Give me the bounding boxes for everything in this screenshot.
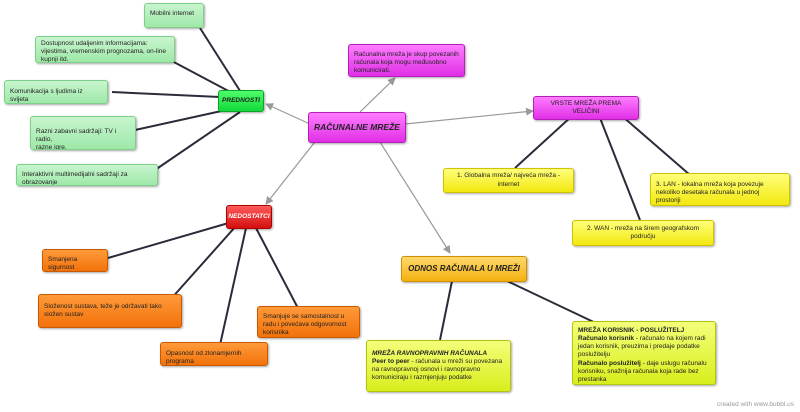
type-item-label: 2. WAN - mreža na širem geografskom podr… xyxy=(586,224,700,240)
server-desc: - daje uslugu računalu korisniku, snažni… xyxy=(578,359,707,383)
type-item-label: 1. Globalna mreža/ najveća mreža - inter… xyxy=(457,172,560,188)
advantage-item-multimedia[interactable]: Interaktivni multimedijalni sadržaji za … xyxy=(16,164,158,186)
arrow-center-advantages xyxy=(265,103,311,125)
disadvantage-item-security[interactable]: Smanjena sigurnost xyxy=(42,249,108,272)
disadvantages-label: NEDOSTATCI xyxy=(228,212,270,220)
disadvantage-item-label: Smanjena sigurnost xyxy=(48,256,78,272)
advantage-item-info[interactable]: Dostupnost udaljenim informacijama: vije… xyxy=(35,36,175,63)
type-item-lan[interactable]: 3. LAN - lokalna mreža koja povezuje nek… xyxy=(650,173,790,206)
arrow-center-types xyxy=(404,107,534,125)
advantage-item-mobile[interactable]: Mobilni internet xyxy=(144,3,204,28)
advantage-item-label: Komunikacija s ljudima iz svijeta xyxy=(10,88,83,104)
server-term: Računalo poslužitelj xyxy=(578,359,641,367)
p2p-node[interactable]: MREŽA RAVNOPRAVNIH RAČUNALA Peer to peer… xyxy=(366,340,511,392)
advantage-item-label: Razni zabavni sadržaji: TV i radio, razn… xyxy=(36,128,117,150)
arrow-center-disadvantages xyxy=(265,137,319,205)
center-label: RAČUNALNE MREŽE xyxy=(314,122,400,133)
advantage-connectors xyxy=(111,27,243,171)
relations-label: ODNOS RAČUNALA U MREŽI xyxy=(408,264,520,273)
disadvantage-item-label: Smanjuje se samostalnost u radu i poveća… xyxy=(263,313,347,337)
disadvantage-item-autonomy[interactable]: Smanjuje se samostalnost u radu i poveća… xyxy=(257,306,360,338)
type-item-wan[interactable]: 2. WAN - mreža na širem geografskom podr… xyxy=(572,220,714,246)
type-item-global[interactable]: 1. Globalna mreža/ najveća mreža - inter… xyxy=(443,168,574,193)
advantage-item-label: Mobilni internet xyxy=(150,10,195,17)
disadvantage-item-label: Opasnost od zlonamjernih programa xyxy=(166,350,242,366)
client-term: Računalo korisnik xyxy=(578,335,634,343)
advantage-item-communication[interactable]: Komunikacija s ljudima iz svijeta xyxy=(4,80,108,104)
types-node[interactable]: VRSTE MREŽA PREMA VELIČINI xyxy=(533,96,639,120)
client-server-node[interactable]: MREŽA KORISNIK - POSLUŽITELJ Računalo ko… xyxy=(572,321,716,385)
advantage-item-label: Dostupnost udaljenim informacijama: vije… xyxy=(41,40,166,63)
disadvantage-item-complexity[interactable]: Složenost sustava, teže je održavati tak… xyxy=(38,294,182,328)
advantages-node[interactable]: PREDNOSTI xyxy=(218,90,264,112)
disadvantage-item-label: Složenost sustava, teže je održavati tak… xyxy=(44,303,162,319)
disadvantages-node[interactable]: NEDOSTATCI xyxy=(226,205,272,229)
relations-node[interactable]: ODNOS RAČUNALA U MREŽI xyxy=(401,256,527,282)
client-server-title: MREŽA KORISNIK - POSLUŽITELJ xyxy=(578,327,685,334)
advantages-label: PREDNOSTI xyxy=(222,96,260,104)
definition-node[interactable]: Računalna mreža je skup povezanih računa… xyxy=(348,44,465,77)
client-desc: - računalo na kojem radi jedan korisnik,… xyxy=(578,335,706,359)
arrow-center-definition xyxy=(359,77,396,113)
p2p-term: Peer to peer xyxy=(372,358,410,366)
arrow-center-relations xyxy=(379,141,451,254)
disadvantage-connectors xyxy=(107,221,301,346)
types-label: VRSTE MREŽA PREMA VELIČINI xyxy=(550,99,622,115)
definition-text: Računalna mreža je skup povezanih računa… xyxy=(354,51,459,75)
center-node[interactable]: RAČUNALNE MREŽE xyxy=(308,112,406,143)
disadvantage-item-malware[interactable]: Opasnost od zlonamjernih programa xyxy=(160,342,268,366)
advantage-item-label: Interaktivni multimedijalni sadržaji za … xyxy=(22,171,128,186)
types-connectors xyxy=(514,115,691,221)
type-item-label: 3. LAN - lokalna mreža koja povezuje nek… xyxy=(656,181,764,205)
p2p-desc: - računala u mreži su povezana na ravnop… xyxy=(372,358,503,382)
credit-text: created with www.bubbl.us xyxy=(717,401,794,408)
p2p-title: MREŽA RAVNOPRAVNIH RAČUNALA xyxy=(372,350,488,357)
relations-connectors xyxy=(439,279,601,341)
advantage-item-entertainment[interactable]: Razni zabavni sadržaji: TV i radio, razn… xyxy=(30,116,136,150)
